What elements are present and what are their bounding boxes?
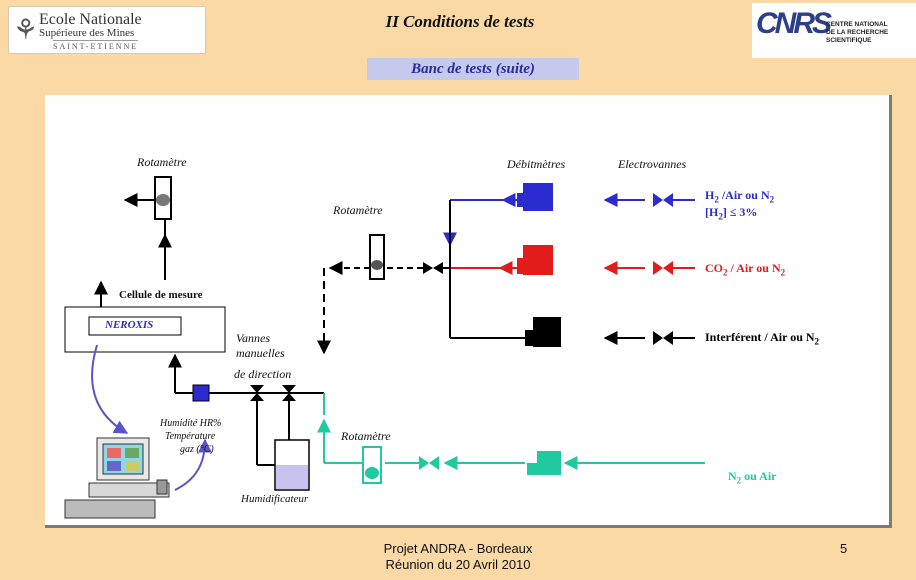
test-bench-diagram: Rotamètre Rotamètre Rotamètre Débitmètre… — [45, 95, 892, 528]
humidity-label-1: Humidité HR% — [160, 418, 222, 429]
manual-valve-1 — [250, 385, 264, 401]
ensm-logo-line2: Supérieure des Mines — [39, 27, 135, 39]
interferent-flowmeter — [533, 317, 561, 347]
manual-valves-label-2: manuelles — [236, 346, 285, 360]
ensm-emblem-icon: ⚘ — [13, 13, 39, 46]
interferent-electrovalve — [653, 331, 673, 345]
measurement-cell-label: Cellule de mesure — [119, 289, 203, 301]
manual-valve-2 — [282, 385, 296, 401]
electrovalves-label: Electrovannes — [618, 157, 687, 171]
page-number: 5 — [840, 541, 848, 556]
interferent-gas-label: Interférent / Air ou N2 — [705, 330, 820, 347]
h2-electrovalve — [653, 193, 673, 207]
co2-flowmeter — [523, 245, 553, 275]
slide-title: II Conditions de tests — [385, 12, 535, 31]
h2-flowmeter — [523, 183, 553, 211]
humidity-label-3: gaz (°C) — [180, 444, 214, 455]
slide-subtitle: Banc de tests (suite) — [367, 58, 579, 80]
footer-line1: Projet ANDRA - Bordeaux — [383, 541, 533, 556]
n2-gas-label: N2 ou Air — [728, 469, 777, 486]
n2-gas-line — [317, 393, 705, 470]
ensm-logo: ⚘ Ecole Nationale Supérieure des Mines S… — [8, 6, 206, 54]
mix-valve — [423, 262, 443, 274]
cnrs-logo-mark: CNRS — [756, 7, 832, 40]
rotameter-top-label: Rotamètre — [137, 155, 187, 169]
neroxis-label: NEROXIS — [105, 319, 154, 331]
manual-valves-label-3: de direction — [234, 367, 292, 381]
h2-gas-line — [443, 193, 695, 247]
rotameter-bottom-label: Rotamètre — [341, 429, 391, 443]
slide-footer: Projet ANDRA - Bordeaux Réunion du 20 Av… — [300, 541, 616, 573]
cnrs-logo-line1: CENTRE NATIONAL — [826, 21, 888, 28]
h2-gas-label: H2 /Air ou N2 — [705, 188, 775, 205]
rotameter-mid — [369, 234, 385, 280]
h2-limit-label: [H2] ≤ 3% — [705, 205, 758, 222]
cnrs-logo-line3: SCIENTIFIQUE — [826, 37, 872, 44]
computer-icon — [64, 437, 170, 519]
n2-valve — [419, 456, 439, 470]
co2-gas-label: CO2 / Air ou N2 — [705, 261, 786, 278]
ensm-logo-line1: Ecole Nationale — [39, 11, 142, 28]
diagram-drawing — [64, 176, 705, 519]
manual-valves-label-1: Vannes — [236, 331, 270, 345]
ensm-logo-line3: SAINT-ETIENNE — [53, 40, 139, 51]
humidity-sensor — [192, 384, 210, 402]
humidifier-label: Humidificateur — [241, 493, 309, 505]
footer-line2: Réunion du 20 Avril 2010 — [385, 557, 531, 572]
humidity-label-2: Température — [165, 431, 216, 442]
flowmeters-label: Débitmètres — [507, 157, 566, 171]
cnrs-logo-line2: DE LA RECHERCHE — [826, 29, 889, 36]
rotameter-mid-label: Rotamètre — [333, 203, 383, 217]
co2-electrovalve — [653, 261, 673, 275]
n2-flowmeter — [537, 451, 561, 475]
cnrs-logo-text: CENTRE NATIONAL DE LA RECHERCHE SCIENTIF… — [826, 21, 888, 45]
cnrs-logo: CNRS CENTRE NATIONAL DE LA RECHERCHE SCI… — [752, 3, 916, 58]
